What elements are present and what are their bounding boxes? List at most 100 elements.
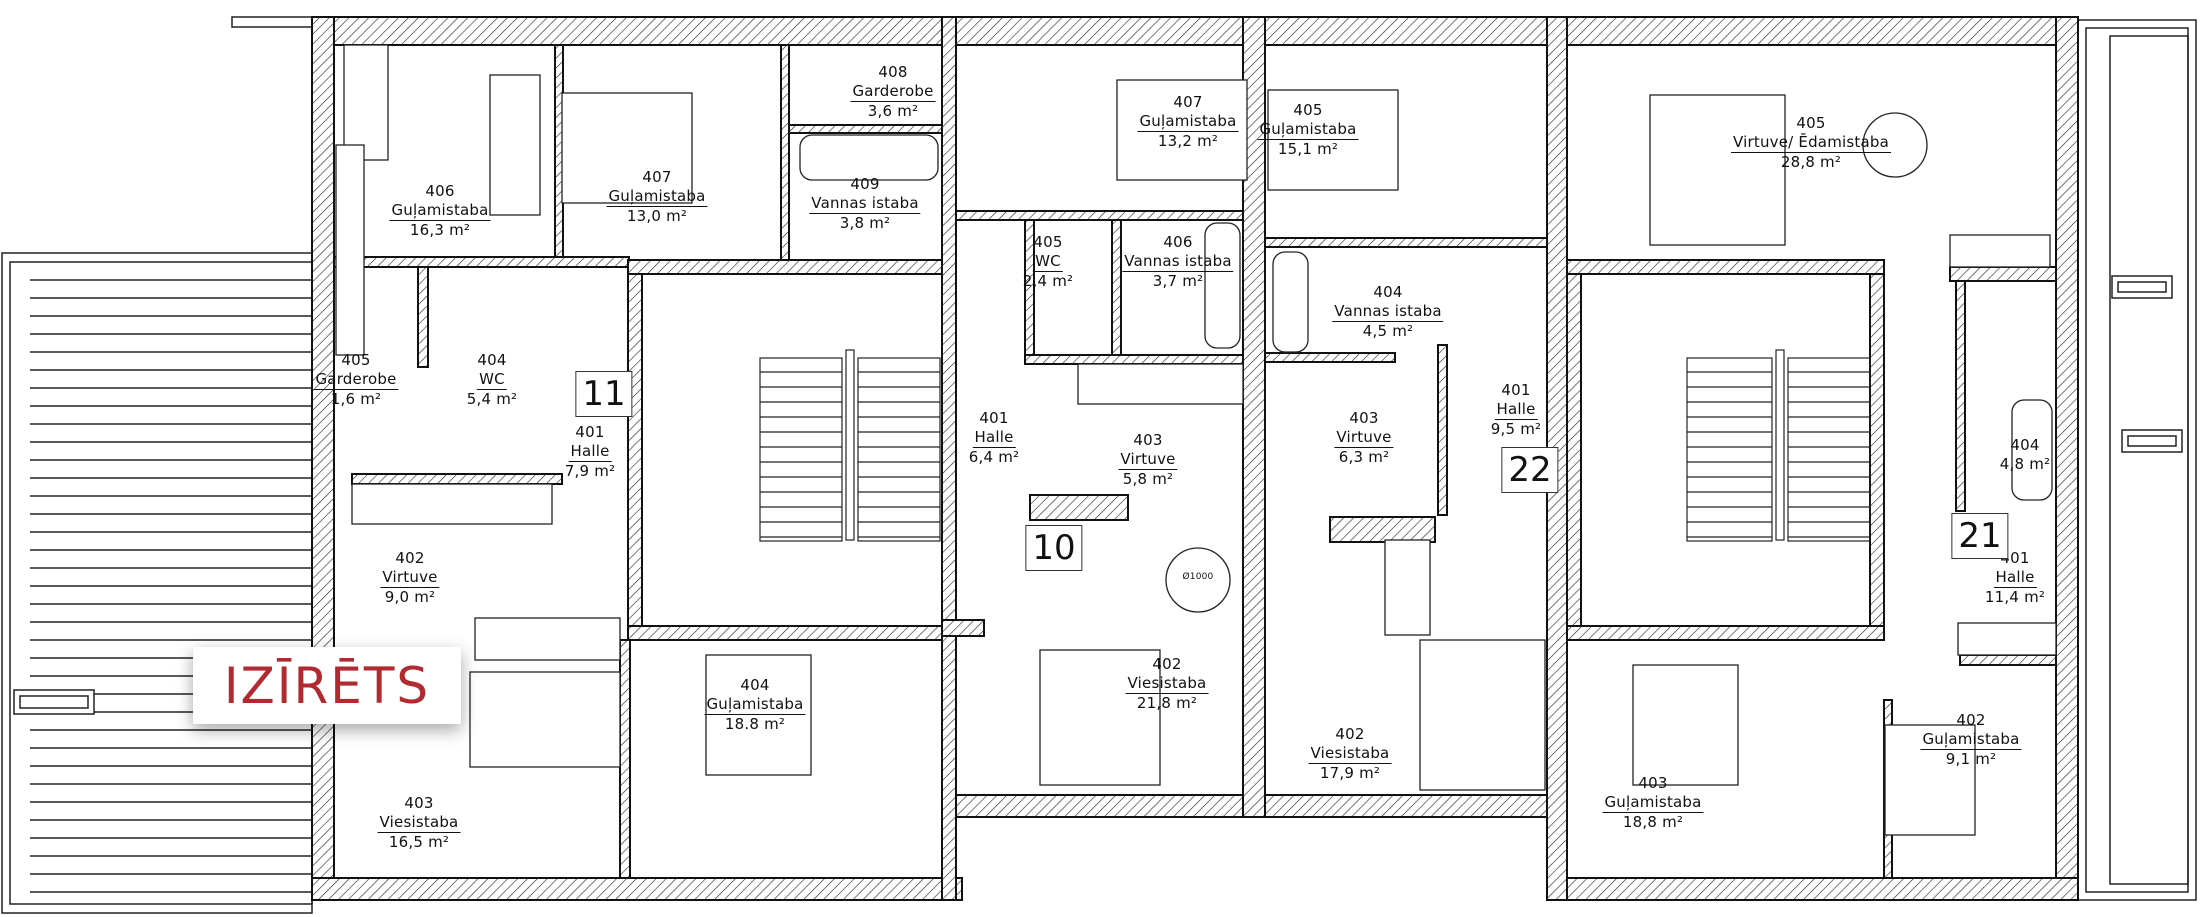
stair-flight <box>1787 357 1871 542</box>
room-area: 6,4 m² <box>968 448 1020 466</box>
room-name: Virtuve/ Ēdamistaba <box>1731 133 1891 153</box>
wall-bottom-right <box>1546 877 2079 901</box>
left-terrace <box>1 252 313 914</box>
wall-bottom-left <box>311 877 963 901</box>
room-name: WC <box>477 370 507 390</box>
bed <box>561 92 693 204</box>
wall-unit22-bed <box>1264 237 1548 248</box>
room-number: 403 <box>1133 431 1163 449</box>
sofa <box>489 74 541 216</box>
unit-number-badge: 11 <box>575 371 633 417</box>
room-number: 402 <box>1152 655 1182 673</box>
wall-unit21-bath-l <box>1955 280 1966 512</box>
stair-flight <box>857 357 941 542</box>
wall-stair-left-t <box>627 259 943 275</box>
wall-407-408 <box>780 44 790 261</box>
wall-unit10-hall <box>941 619 985 637</box>
wall-unit10-bed <box>955 210 1244 221</box>
wall-top <box>311 16 2079 46</box>
room-area: 3,6 m² <box>867 102 919 120</box>
room-name: Virtuve <box>1118 450 1178 470</box>
wall-right <box>2055 16 2079 901</box>
room-name: Viesistaba <box>377 813 461 833</box>
wall-left <box>311 16 335 901</box>
room-name: Guļamistaba <box>1137 112 1239 132</box>
room-area: 17,9 m² <box>1319 764 1381 782</box>
room-number: 401 <box>1501 381 1531 399</box>
unit-number-badge: 10 <box>1025 525 1083 571</box>
wall-center <box>1242 16 1266 818</box>
stair-handrail <box>1775 349 1785 541</box>
room-name: Vannas istaba <box>809 194 921 214</box>
unit-number-badge: 21 <box>1951 513 2009 559</box>
wall-wc-11 <box>417 266 429 368</box>
bathtub <box>1204 222 1241 349</box>
room-number: 401 <box>575 423 605 441</box>
room-area: 3,8 m² <box>839 214 891 232</box>
room-area: 7,9 m² <box>564 462 616 480</box>
kitchen-counter <box>1077 363 1244 405</box>
room-name: Virtuve <box>380 568 440 588</box>
sofa <box>1039 649 1161 786</box>
room-number: 405 <box>1796 114 1826 132</box>
wall-unit22-island <box>1329 516 1436 543</box>
room-name: Halle <box>568 442 612 462</box>
room-number: 403 <box>1349 409 1379 427</box>
room-number: 406 <box>425 182 455 200</box>
room-area: 16,5 m² <box>388 833 450 851</box>
room-name: Garderobe <box>850 82 936 102</box>
room-number: 404 <box>2010 436 2040 454</box>
room-number: 409 <box>850 175 880 193</box>
room-name: Vannas istaba <box>1332 302 1444 322</box>
room-number: 402 <box>395 549 425 567</box>
wardrobe <box>335 144 365 356</box>
wall-406-bottom <box>333 256 630 268</box>
room-number: 406 <box>1163 233 1193 251</box>
wardrobe <box>474 617 621 661</box>
kitchen-counter <box>1949 234 2051 268</box>
room-name: Guļamistaba <box>1257 120 1359 140</box>
bathtub <box>1272 251 1309 353</box>
wall-unit21-402-top <box>1959 654 2057 666</box>
room-area: 6,3 m² <box>1338 448 1390 466</box>
wall-unit10-kitchen <box>1024 354 1244 365</box>
room-number: 404 <box>740 676 770 694</box>
wall-stair-left <box>627 259 943 641</box>
terrace-decking <box>30 279 312 893</box>
room-area: 16,3 m² <box>409 221 471 239</box>
wall-stair-right-l <box>1566 259 1582 641</box>
kitchen-counter <box>351 483 553 525</box>
wall-stair-left-b <box>627 625 943 641</box>
room-name: WC <box>1033 252 1063 272</box>
room-area: 11,4 m² <box>1984 588 2046 606</box>
unit-number-badge: 22 <box>1501 447 1559 493</box>
wall-stair-right-r <box>1869 259 1885 641</box>
room-number: 403 <box>1638 774 1668 792</box>
bed <box>705 654 812 776</box>
room-number: 408 <box>878 63 908 81</box>
room-number: 405 <box>1033 233 1063 251</box>
room-area: 5,8 m² <box>1122 470 1174 488</box>
room-area: 28,8 m² <box>1780 153 1842 171</box>
bed <box>1884 724 1976 836</box>
bathtub <box>2011 399 2053 501</box>
room-area: 5,4 m² <box>466 390 518 408</box>
